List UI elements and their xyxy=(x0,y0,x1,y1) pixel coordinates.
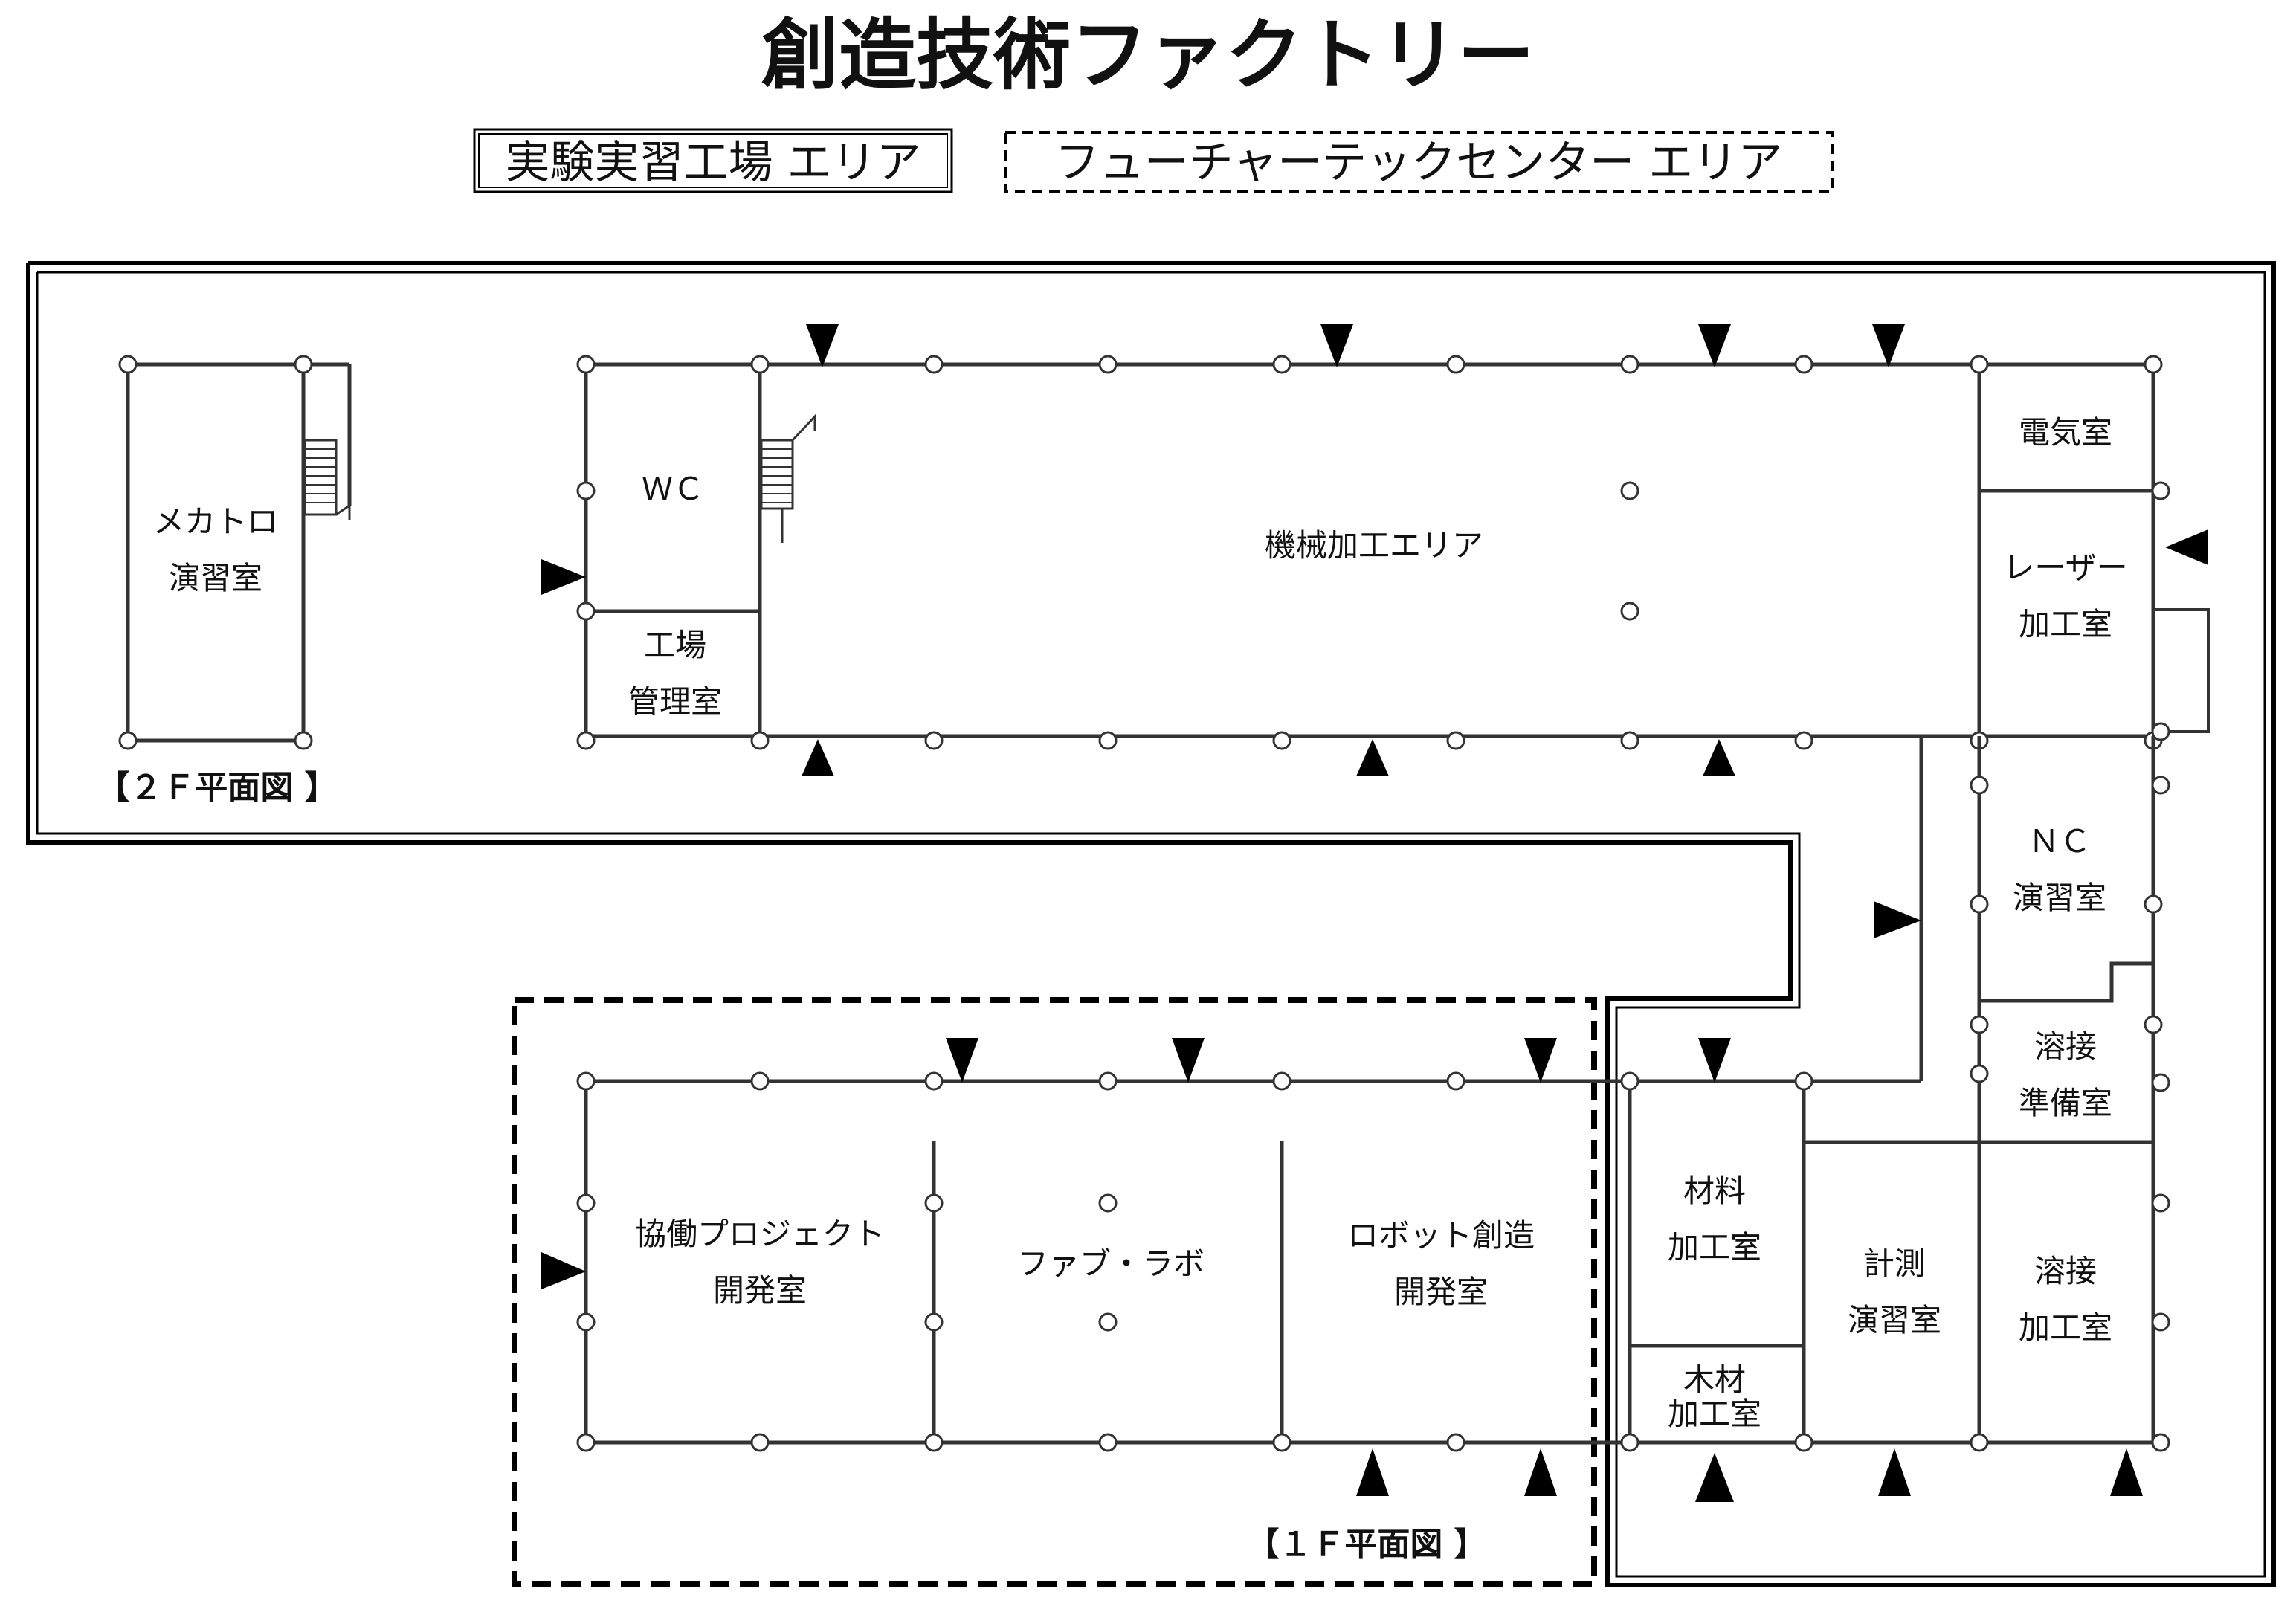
room-welding-label-2: 加工室 xyxy=(2019,1309,2112,1346)
solid-area-boundary xyxy=(26,261,2276,1587)
room-robot-label-2: 開発室 xyxy=(1394,1274,1488,1310)
room-welding-label-1: 溶接 xyxy=(2034,1253,2097,1289)
room-measure-label-1: 計測 xyxy=(1863,1245,1926,1282)
staircase-mechatro xyxy=(303,439,351,520)
legend: 実験実習工場 エリア フューチャーテックセンター エリア xyxy=(473,128,1834,193)
room-factory-office-label-2: 管理室 xyxy=(628,683,722,720)
room-machining-area-label: 機械加工エリア xyxy=(1265,527,1483,564)
room-collab-label-2: 開発室 xyxy=(713,1272,807,1309)
wall-main-2f xyxy=(584,362,2155,738)
legend-solid-box-inner xyxy=(478,133,948,188)
floor-2-plan: メカトロ 演習室 ＷＣ 工場 管理室 機械加工エリア 電気室 レーザー 加工室 … xyxy=(97,324,2210,807)
legend-solid-box xyxy=(473,128,953,193)
wall-mechatro-room xyxy=(126,362,306,743)
room-weld-prep-label-1: 溶接 xyxy=(2034,1028,2097,1065)
room-nc-label-2: 演習室 xyxy=(2013,880,2106,916)
plan-label-2f: 【２Ｆ平面図 】 xyxy=(97,769,337,807)
dashed-area-boundary xyxy=(512,997,1597,1587)
room-material-label-2: 加工室 xyxy=(1668,1229,1761,1266)
room-fablab-label: ファブ・ラボ xyxy=(1017,1245,1205,1282)
room-wc-label: ＷＣ xyxy=(642,471,704,507)
columns-1f xyxy=(576,776,2170,1452)
room-material-label-1: 材料 xyxy=(1683,1173,1746,1209)
room-mechatro-label-1: メカトロ xyxy=(153,503,278,540)
room-nc-label-1: ＮＣ xyxy=(2028,823,2091,860)
legend-dashed-box xyxy=(1004,131,1834,193)
room-weld-prep-label-2: 準備室 xyxy=(2019,1085,2112,1121)
room-factory-office-label-1: 工場 xyxy=(644,627,706,663)
room-mechatro-label-2: 演習室 xyxy=(169,560,262,596)
page-title: 創造技術ファクトリー xyxy=(761,9,1535,100)
room-robot-label-1: ロボット創造 xyxy=(1347,1217,1535,1254)
entrance-markers-2f xyxy=(541,324,2208,776)
entrance-markers-1f xyxy=(541,901,2143,1502)
room-wood-label-2: 加工室 xyxy=(1668,1396,1761,1432)
room-electric-label: 電気室 xyxy=(2019,414,2112,451)
room-wood-label-1: 木材 xyxy=(1683,1361,1746,1398)
room-collab-label-1: 協働プロジェクト xyxy=(635,1216,885,1252)
staircase-main xyxy=(760,413,816,543)
columns-2f xyxy=(118,355,2170,750)
plan-label-1f: 【１Ｆ平面図 】 xyxy=(1246,1526,1486,1564)
legend-solid-label: 実験実習工場 エリア xyxy=(505,137,920,189)
room-measure-label-2: 演習室 xyxy=(1848,1302,1941,1338)
room-laser-label-2: 加工室 xyxy=(2019,606,2112,642)
legend-dashed-label: フューチャーテックセンター エリア xyxy=(1055,137,1782,189)
room-laser-label-1: レーザー xyxy=(2003,549,2127,586)
floor-1-plan: ＮＣ 演習室 溶接 準備室 協働プロジェクト 開発室 ファブ・ラボ ロボット創造… xyxy=(541,736,2170,1564)
